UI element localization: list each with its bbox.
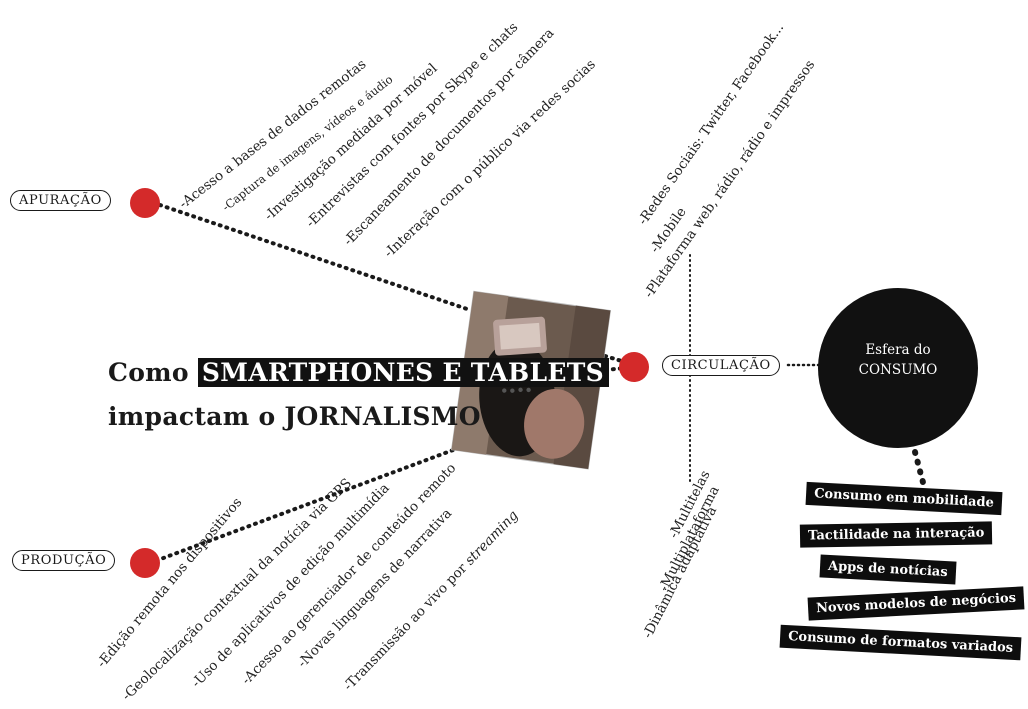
node-circulacao: CIRCULAÇÃO: [662, 355, 780, 376]
sphere-line-1: Esfera do: [865, 342, 931, 358]
consumo-tag: Tactilidade na interação: [799, 521, 993, 548]
node-apuracao: APURAÇÃO: [10, 190, 111, 211]
title-highlight: SMARTPHONES E TABLETS: [197, 358, 609, 387]
title-prefix: Como: [108, 358, 189, 387]
dot-circulacao: [619, 352, 649, 382]
dot-apuracao: [130, 188, 160, 218]
connector-apuracao: [158, 203, 472, 312]
title-line-1: Como SMARTPHONES E TABLETS: [108, 358, 609, 387]
dot-producao: [130, 548, 160, 578]
node-producao: PRODUÇÃO: [12, 550, 116, 571]
consumo-sphere: Esfera do CONSUMO: [818, 288, 978, 448]
connector-producao: [148, 438, 482, 565]
sphere-line-2: CONSUMO: [858, 362, 938, 378]
title-line-2: impactam o JORNALISMO: [108, 402, 481, 431]
connector-consumo-tags: [912, 449, 928, 493]
